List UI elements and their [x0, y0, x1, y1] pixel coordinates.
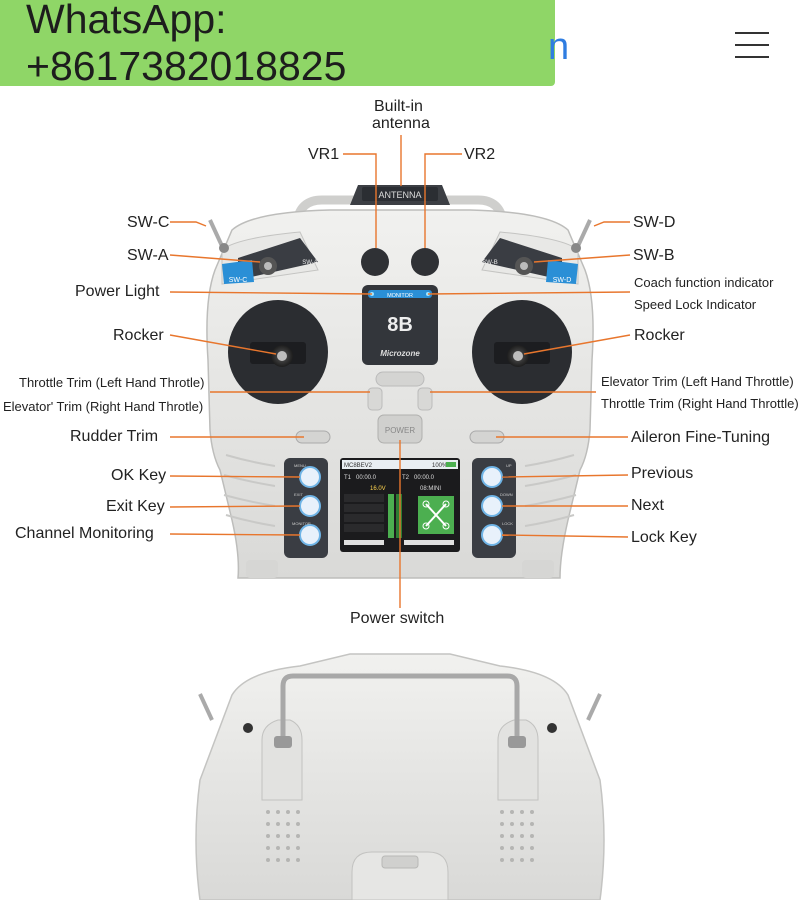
vr2-knob: [411, 248, 439, 276]
sw-b-badge: SW-B: [482, 260, 498, 266]
callout-throttle-trim-left: Throttle Trim (Left Hand Throtle): [19, 375, 205, 390]
callout-sw-d: SW-D: [633, 214, 676, 231]
callout-lock-key: Lock Key: [631, 529, 697, 546]
speaker-grille-right: [500, 810, 534, 862]
callout-sw-c: SW-C: [127, 214, 170, 231]
switch-sw-c: [208, 219, 229, 253]
callout-elevator-trim-right: Elevator' Trim (Right Hand Throtle): [3, 399, 204, 414]
callout-rocker-right: Rocker: [634, 327, 685, 344]
key-label-down: DOWN: [500, 492, 513, 497]
transmitter-back-view: [195, 653, 605, 900]
up-key: [481, 466, 503, 488]
power-button-text: POWER: [385, 426, 415, 435]
product-figure: ANTENNA SW-C SW-D SW-A SW-B: [0, 90, 800, 900]
monitor-text: MONITOR: [387, 293, 413, 299]
screen-header: MC8BEV2: [344, 463, 373, 469]
callout-power-light: Power Light: [75, 283, 160, 300]
key-label-menu: MENU: [294, 463, 306, 468]
transmitter-illustration: ANTENNA SW-C SW-D SW-A SW-B: [169, 135, 631, 900]
monitor-key: [299, 524, 321, 546]
sw-c-badge: SW-C: [229, 277, 248, 284]
status-panel: [362, 285, 438, 365]
speaker-grille-left: [266, 810, 300, 862]
site-logo-fragment[interactable]: n: [548, 26, 570, 66]
screen-time2: 00:00.0: [414, 475, 435, 481]
sw-d-badge: SW-D: [553, 277, 572, 284]
exit-key: [299, 495, 321, 517]
whatsapp-text[interactable]: WhatsApp: +8617382018825: [26, 0, 347, 89]
back-handle: [280, 673, 520, 740]
down-key: [481, 495, 503, 517]
callout-lines: [169, 135, 631, 608]
callout-aileron-fine: Aileron Fine-Tuning: [631, 429, 771, 446]
callout-sw-a: SW-A: [127, 247, 169, 264]
whatsapp-banner[interactable]: WhatsApp: +8617382018825: [0, 0, 555, 89]
callout-sw-b: SW-B: [633, 247, 675, 264]
callout-channel-monitoring: Channel Monitoring: [15, 525, 154, 542]
ok-key: [299, 466, 321, 488]
callout-coach-indicator: Coach function indicator: [634, 275, 774, 290]
screen-t1: T1: [344, 475, 352, 481]
screen-voltage: 16.0V: [370, 486, 386, 492]
sw-a-badge: SW-A: [302, 260, 318, 266]
screen-t2: T2: [402, 475, 410, 481]
key-label-exit: EXIT: [294, 492, 303, 497]
brand-text: Microzone: [380, 349, 420, 358]
callout-antenna: antenna: [372, 115, 430, 132]
screen-time1: 00:00.0: [356, 475, 377, 481]
callout-power-switch: Power switch: [350, 610, 445, 627]
switch-sw-b: [515, 257, 533, 275]
callout-elevator-trim-left: Elevator Trim (Left Hand Throttle): [601, 374, 794, 389]
antenna-block: ANTENNA: [350, 185, 450, 205]
hamburger-menu-icon[interactable]: [735, 30, 769, 60]
callout-vr1: VR1: [308, 146, 340, 163]
key-label-lock: LOCK: [502, 521, 513, 526]
callout-exit-key: Exit Key: [106, 498, 165, 515]
switch-sw-a: [259, 257, 277, 275]
switch-sw-d: [571, 219, 592, 253]
lock-key: [481, 524, 503, 546]
callout-rudder-trim: Rudder Trim: [70, 428, 159, 445]
callout-ok-key: OK Key: [111, 467, 167, 484]
callout-vr2: VR2: [464, 146, 496, 163]
callout-previous: Previous: [631, 465, 694, 482]
screen-mode: 08:MINI: [420, 486, 441, 492]
callout-throttle-trim-right: Throttle Trim (Right Hand Throttle): [601, 396, 799, 411]
callout-built-in: Built-in: [374, 98, 423, 115]
screen-battery: 100%: [432, 463, 448, 469]
antenna-text: ANTENNA: [378, 190, 421, 200]
vr1-knob: [361, 248, 389, 276]
callout-rocker-left: Rocker: [113, 327, 164, 344]
top-bar: WhatsApp: +8617382018825 n: [0, 0, 800, 90]
callout-speed-lock: Speed Lock Indicator: [634, 297, 757, 312]
key-label-monitor: MONITOR: [292, 521, 311, 526]
key-label-up: UP: [506, 463, 512, 468]
model-text: 8B: [387, 314, 413, 336]
callout-next: Next: [631, 497, 664, 514]
